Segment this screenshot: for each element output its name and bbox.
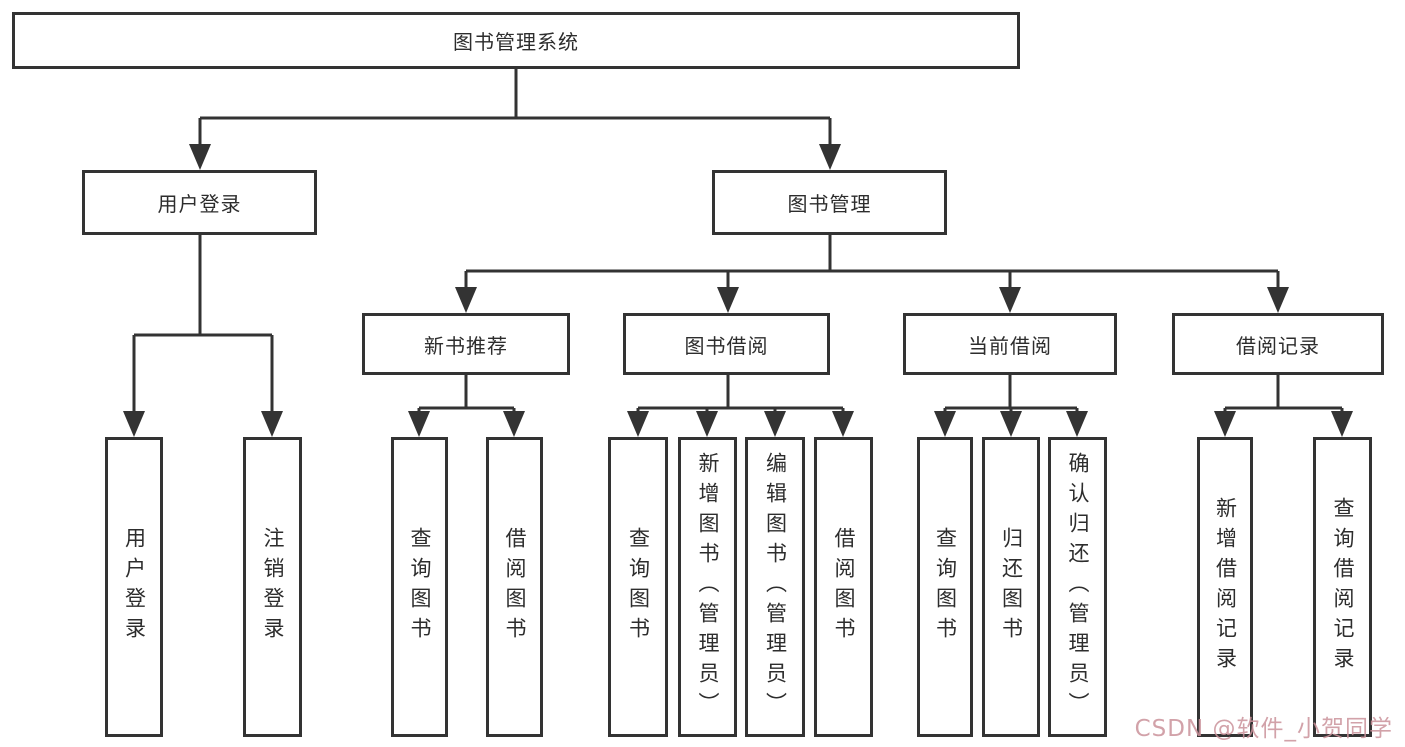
node-user-login-label: 用户登录: [157, 192, 242, 216]
csdn-watermark: CSDN @软件_小贺同学: [1134, 716, 1393, 742]
leaf-bb-query-books-label: 查询图书: [626, 527, 651, 647]
node-current-borrow: 当前借阅: [903, 313, 1117, 375]
leaf-bb-add-books-admin: 新增图书（管理员）: [678, 437, 737, 737]
leaf-nbr-borrow-books-label: 借阅图书: [503, 527, 527, 647]
node-borrow-record-label: 借阅记录: [1236, 333, 1320, 358]
leaf-nbr-borrow-books: 借阅图书: [486, 437, 543, 737]
leaf-cb-query-books-label: 查询图书: [933, 527, 958, 647]
node-book-management-label: 图书管理: [787, 192, 872, 216]
node-library-system: 图书管理系统: [12, 12, 1020, 69]
leaf-bb-edit-books-admin: 编辑图书（管理员）: [745, 437, 805, 737]
leaf-cb-return-books: 归还图书: [982, 437, 1040, 737]
leaf-cb-confirm-return-admin: 确认归还（管理员）: [1048, 437, 1107, 737]
leaf-bb-add-books-admin-label: 新增图书（管理员）: [696, 452, 720, 722]
leaf-br-query-record-label: 查询借阅记录: [1331, 497, 1355, 677]
node-book-borrow-label: 图书借阅: [684, 333, 769, 358]
leaf-br-add-record-label: 新增借阅记录: [1213, 497, 1238, 677]
node-new-book-recommend: 新书推荐: [362, 313, 570, 375]
leaf-cb-confirm-return-admin-label: 确认归还（管理员）: [1066, 452, 1090, 722]
node-library-system-label: 图书管理系统: [453, 30, 579, 54]
leaf-user-login-label: 用户登录: [122, 527, 147, 647]
leaf-bb-borrow-books: 借阅图书: [814, 437, 873, 737]
leaf-logout: 注销登录: [243, 437, 302, 737]
leaf-bb-borrow-books-label: 借阅图书: [832, 527, 856, 647]
node-current-borrow-label: 当前借阅: [968, 333, 1052, 358]
leaf-nbr-query-books-label: 查询图书: [408, 527, 432, 647]
leaf-nbr-query-books: 查询图书: [391, 437, 448, 737]
leaf-bb-edit-books-admin-label: 编辑图书（管理员）: [763, 452, 788, 722]
node-new-book-recommend-label: 新书推荐: [424, 333, 508, 358]
leaf-user-login: 用户登录: [105, 437, 163, 737]
leaf-logout-label: 注销登录: [261, 527, 285, 647]
node-book-management: 图书管理: [712, 170, 947, 235]
leaf-br-add-record: 新增借阅记录: [1197, 437, 1253, 737]
leaf-br-query-record: 查询借阅记录: [1313, 437, 1372, 737]
leaf-cb-query-books: 查询图书: [917, 437, 973, 737]
leaf-bb-query-books: 查询图书: [608, 437, 668, 737]
node-book-borrow: 图书借阅: [623, 313, 830, 375]
leaf-cb-return-books-label: 归还图书: [999, 527, 1024, 647]
node-user-login: 用户登录: [82, 170, 317, 235]
node-borrow-record: 借阅记录: [1172, 313, 1384, 375]
